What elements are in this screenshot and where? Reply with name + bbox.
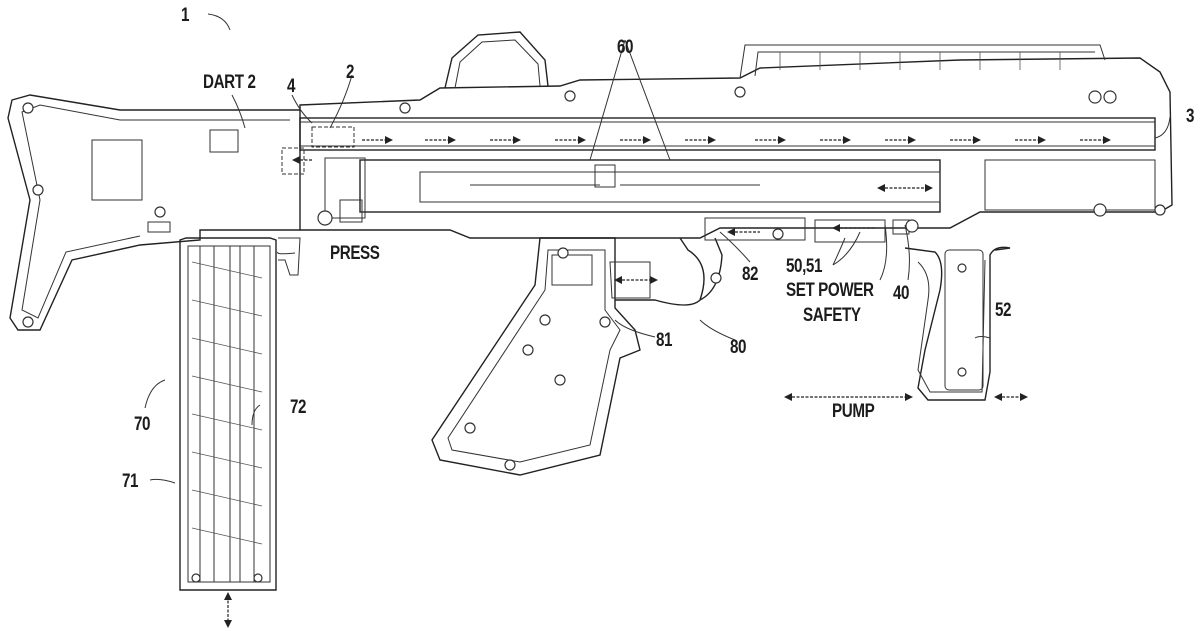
label-plunger-60: 60 (617, 37, 634, 58)
label-follower-72: 72 (290, 397, 307, 418)
label-dart-2: DART 2 (203, 72, 256, 93)
label-dart-2-num: 2 (346, 62, 355, 83)
stock (7, 94, 300, 331)
pump-grip (904, 246, 1011, 401)
pump-grip-panel (944, 249, 984, 391)
label-press: PRESS (330, 243, 380, 264)
magazine-release (278, 237, 301, 276)
label-barrel-exit-3: 3 (1186, 106, 1195, 127)
top-rail (739, 44, 1106, 79)
label-safety-40: 40 (893, 283, 910, 304)
magazine (179, 237, 277, 628)
dart-channel (299, 117, 1156, 151)
label-magazine-70: 70 (134, 414, 151, 435)
trigger (609, 261, 651, 299)
label-pump: PUMP (832, 401, 875, 422)
label-pump-grip-52: 52 (995, 300, 1012, 321)
label-set-power: SET POWER (786, 280, 874, 301)
magazine-darts (191, 261, 263, 545)
label-safety: SAFETY (803, 305, 861, 326)
pistol-grip (431, 237, 641, 476)
label-sear-82: 82 (742, 264, 759, 285)
plunger-tube (359, 159, 941, 213)
dart-path-arrows (362, 136, 1111, 144)
trigger-guard (615, 237, 723, 306)
label-magazine-body-71: 71 (122, 471, 139, 492)
label-breech-4: 4 (287, 76, 296, 97)
front-sight (444, 31, 549, 89)
label-trigger-81: 81 (656, 330, 673, 351)
label-blaster: 1 (181, 5, 190, 26)
label-trigger-assembly-80: 80 (730, 337, 747, 358)
leader-lines (144, 13, 1171, 484)
receiver-outline (299, 57, 1173, 239)
label-power-50-51: 50,51 (786, 256, 823, 277)
dart (311, 126, 355, 148)
